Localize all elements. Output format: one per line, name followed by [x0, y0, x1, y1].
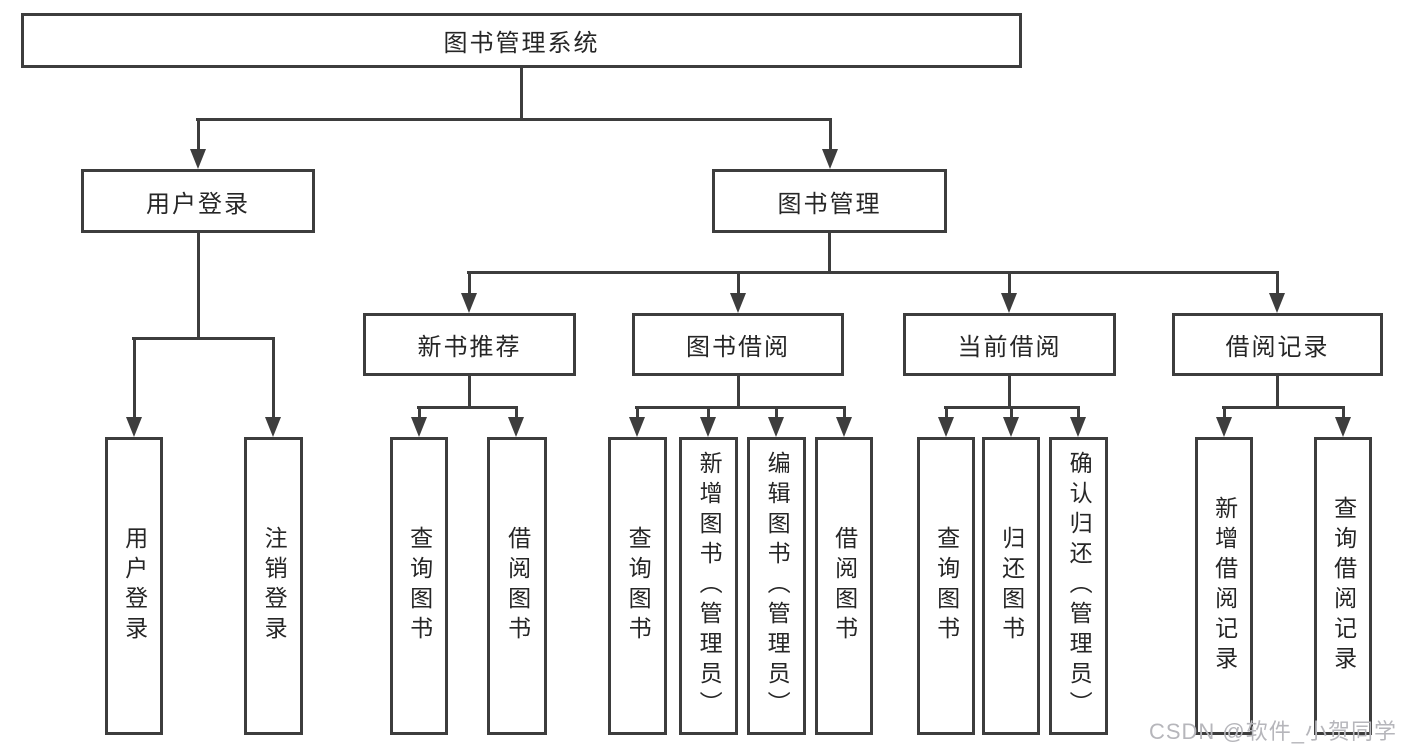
- node-user-login: 用户登录: [81, 169, 315, 233]
- node-library-management-system: 图书管理系统: [21, 13, 1022, 68]
- node-book-management: 图书管理: [712, 169, 947, 233]
- connector-drop-borrowing-records: [1276, 271, 1279, 296]
- arrowhead-book-borrowing: [730, 293, 746, 313]
- arrowhead-c2: [1003, 417, 1019, 437]
- leaf-label: 查询图书: [406, 526, 433, 646]
- connector-drop-logout-leaf: [272, 337, 275, 419]
- arrowhead-d2: [1335, 417, 1351, 437]
- node-book-borrowing: 图书借阅: [632, 313, 844, 376]
- connector-drop-b1: [636, 406, 639, 419]
- arrowhead-a2: [508, 417, 524, 437]
- connector-groupB-stem: [737, 376, 740, 409]
- node-current-borrowing: 当前借阅: [903, 313, 1116, 376]
- connector-drop-current-borrowing: [1008, 271, 1011, 296]
- node-borrowing-records: 借阅记录: [1172, 313, 1383, 376]
- connector-groupD-branch: [1222, 406, 1345, 409]
- leaf-label: 注销登录: [261, 526, 288, 646]
- arrowhead-c3: [1070, 417, 1086, 437]
- leaf-label: 查询图书: [933, 526, 960, 646]
- connector-drop-book-borrowing: [737, 271, 740, 296]
- leaf-label: 确认归还（管理员）: [1066, 451, 1093, 721]
- connector-root-branch: [196, 118, 832, 121]
- connector-drop-d2: [1342, 406, 1345, 419]
- node-edit-books-admin: 编辑图书（管理员）: [747, 437, 806, 735]
- leaf-label: 查询图书: [625, 526, 652, 646]
- leaf-label: 借阅图书: [504, 526, 531, 646]
- node-query-books-borrowing: 查询图书: [608, 437, 667, 735]
- leaf-label: 新增借阅记录: [1211, 496, 1238, 676]
- connector-user-login-stem: [197, 233, 200, 340]
- connector-drop-d1: [1223, 406, 1226, 419]
- connector-groupA-branch: [417, 406, 518, 409]
- watermark: CSDN @软件_小贺同学: [1148, 719, 1397, 744]
- connector-groupD-stem: [1276, 376, 1279, 409]
- node-user-login-leaf: 用户登录: [105, 437, 163, 735]
- connector-drop-a2: [515, 406, 518, 419]
- arrowhead-current-borrowing: [1001, 293, 1017, 313]
- arrowhead-c1: [938, 417, 954, 437]
- connector-drop-user-login: [197, 118, 200, 152]
- connector-book-management-branch: [467, 271, 1279, 274]
- leaf-label: 用户登录: [121, 526, 148, 646]
- arrowhead-b3: [768, 417, 784, 437]
- connector-drop-b2: [707, 406, 710, 419]
- arrowhead-b1: [629, 417, 645, 437]
- node-return-books: 归还图书: [982, 437, 1040, 735]
- node-query-books-current: 查询图书: [917, 437, 975, 735]
- node-confirm-return-admin: 确认归还（管理员）: [1049, 437, 1108, 735]
- leaf-label: 查询借阅记录: [1330, 496, 1357, 676]
- connector-groupC-stem: [1008, 376, 1011, 409]
- arrowhead-new-book: [461, 293, 477, 313]
- arrowhead-borrowing-records: [1269, 293, 1285, 313]
- node-borrow-books-leaf: 借阅图书: [815, 437, 873, 735]
- arrowhead-a1: [411, 417, 427, 437]
- connector-drop-new-book: [468, 271, 471, 296]
- connector-book-management-stem: [828, 233, 831, 274]
- connector-drop-book-management: [829, 118, 832, 152]
- arrowhead-d1: [1216, 417, 1232, 437]
- leaf-label: 归还图书: [998, 526, 1025, 646]
- connector-drop-a1: [418, 406, 421, 419]
- node-borrow-books-recommend: 借阅图书: [487, 437, 547, 735]
- arrowhead-book-management: [822, 149, 838, 169]
- connector-drop-c1: [945, 406, 948, 419]
- connector-root-stem: [520, 68, 523, 118]
- connector-groupA-stem: [468, 376, 471, 409]
- node-query-books-recommend: 查询图书: [390, 437, 448, 735]
- arrowhead-login-leaf: [126, 417, 142, 437]
- leaf-label: 借阅图书: [831, 526, 858, 646]
- arrowhead-b4: [836, 417, 852, 437]
- leaf-label: 新增图书（管理员）: [696, 451, 723, 721]
- leaf-label: 编辑图书（管理员）: [764, 451, 791, 721]
- node-add-borrow-record: 新增借阅记录: [1195, 437, 1253, 735]
- connector-drop-b3: [775, 406, 778, 419]
- node-logout-leaf: 注销登录: [244, 437, 303, 735]
- arrowhead-b2: [700, 417, 716, 437]
- node-new-book-recommendation: 新书推荐: [363, 313, 576, 376]
- connector-user-login-branch: [132, 337, 275, 340]
- node-query-borrow-record: 查询借阅记录: [1314, 437, 1372, 735]
- connector-drop-c3: [1077, 406, 1080, 419]
- connector-drop-b4: [843, 406, 846, 419]
- connector-drop-login-leaf: [133, 337, 136, 419]
- arrowhead-logout-leaf: [265, 417, 281, 437]
- arrowhead-user-login: [190, 149, 206, 169]
- node-add-books-admin: 新增图书（管理员）: [679, 437, 738, 735]
- connector-groupB-branch: [635, 406, 846, 409]
- connector-drop-c2: [1010, 406, 1013, 419]
